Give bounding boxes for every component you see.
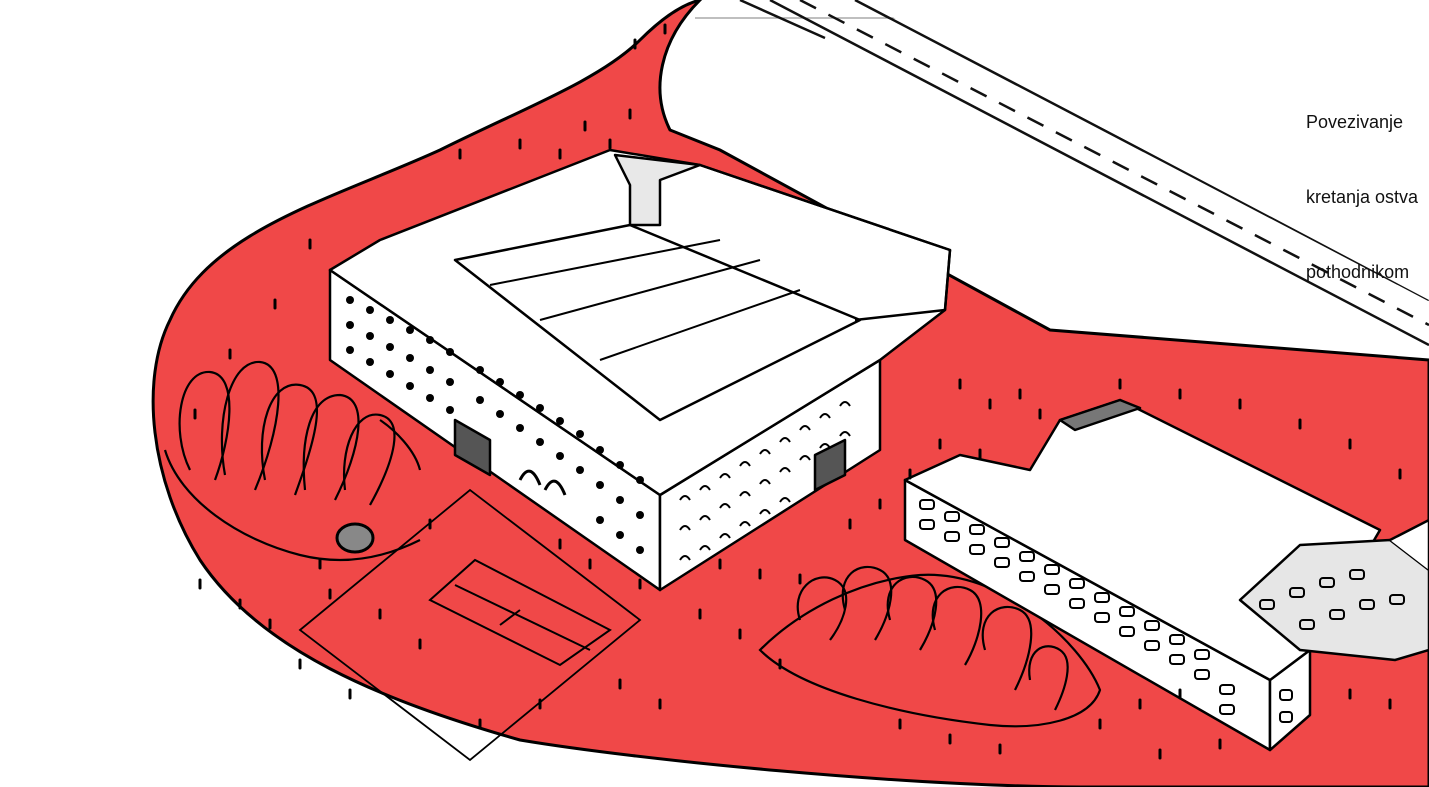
caption-text: Povezivanje kretanja ostva pothodnikom [1306,60,1418,310]
round-shrub [337,524,373,552]
caption-line-2: kretanja ostva [1306,185,1418,210]
caption-line-1: Povezivanje [1306,110,1418,135]
caption-line-3: pothodnikom [1306,260,1418,285]
